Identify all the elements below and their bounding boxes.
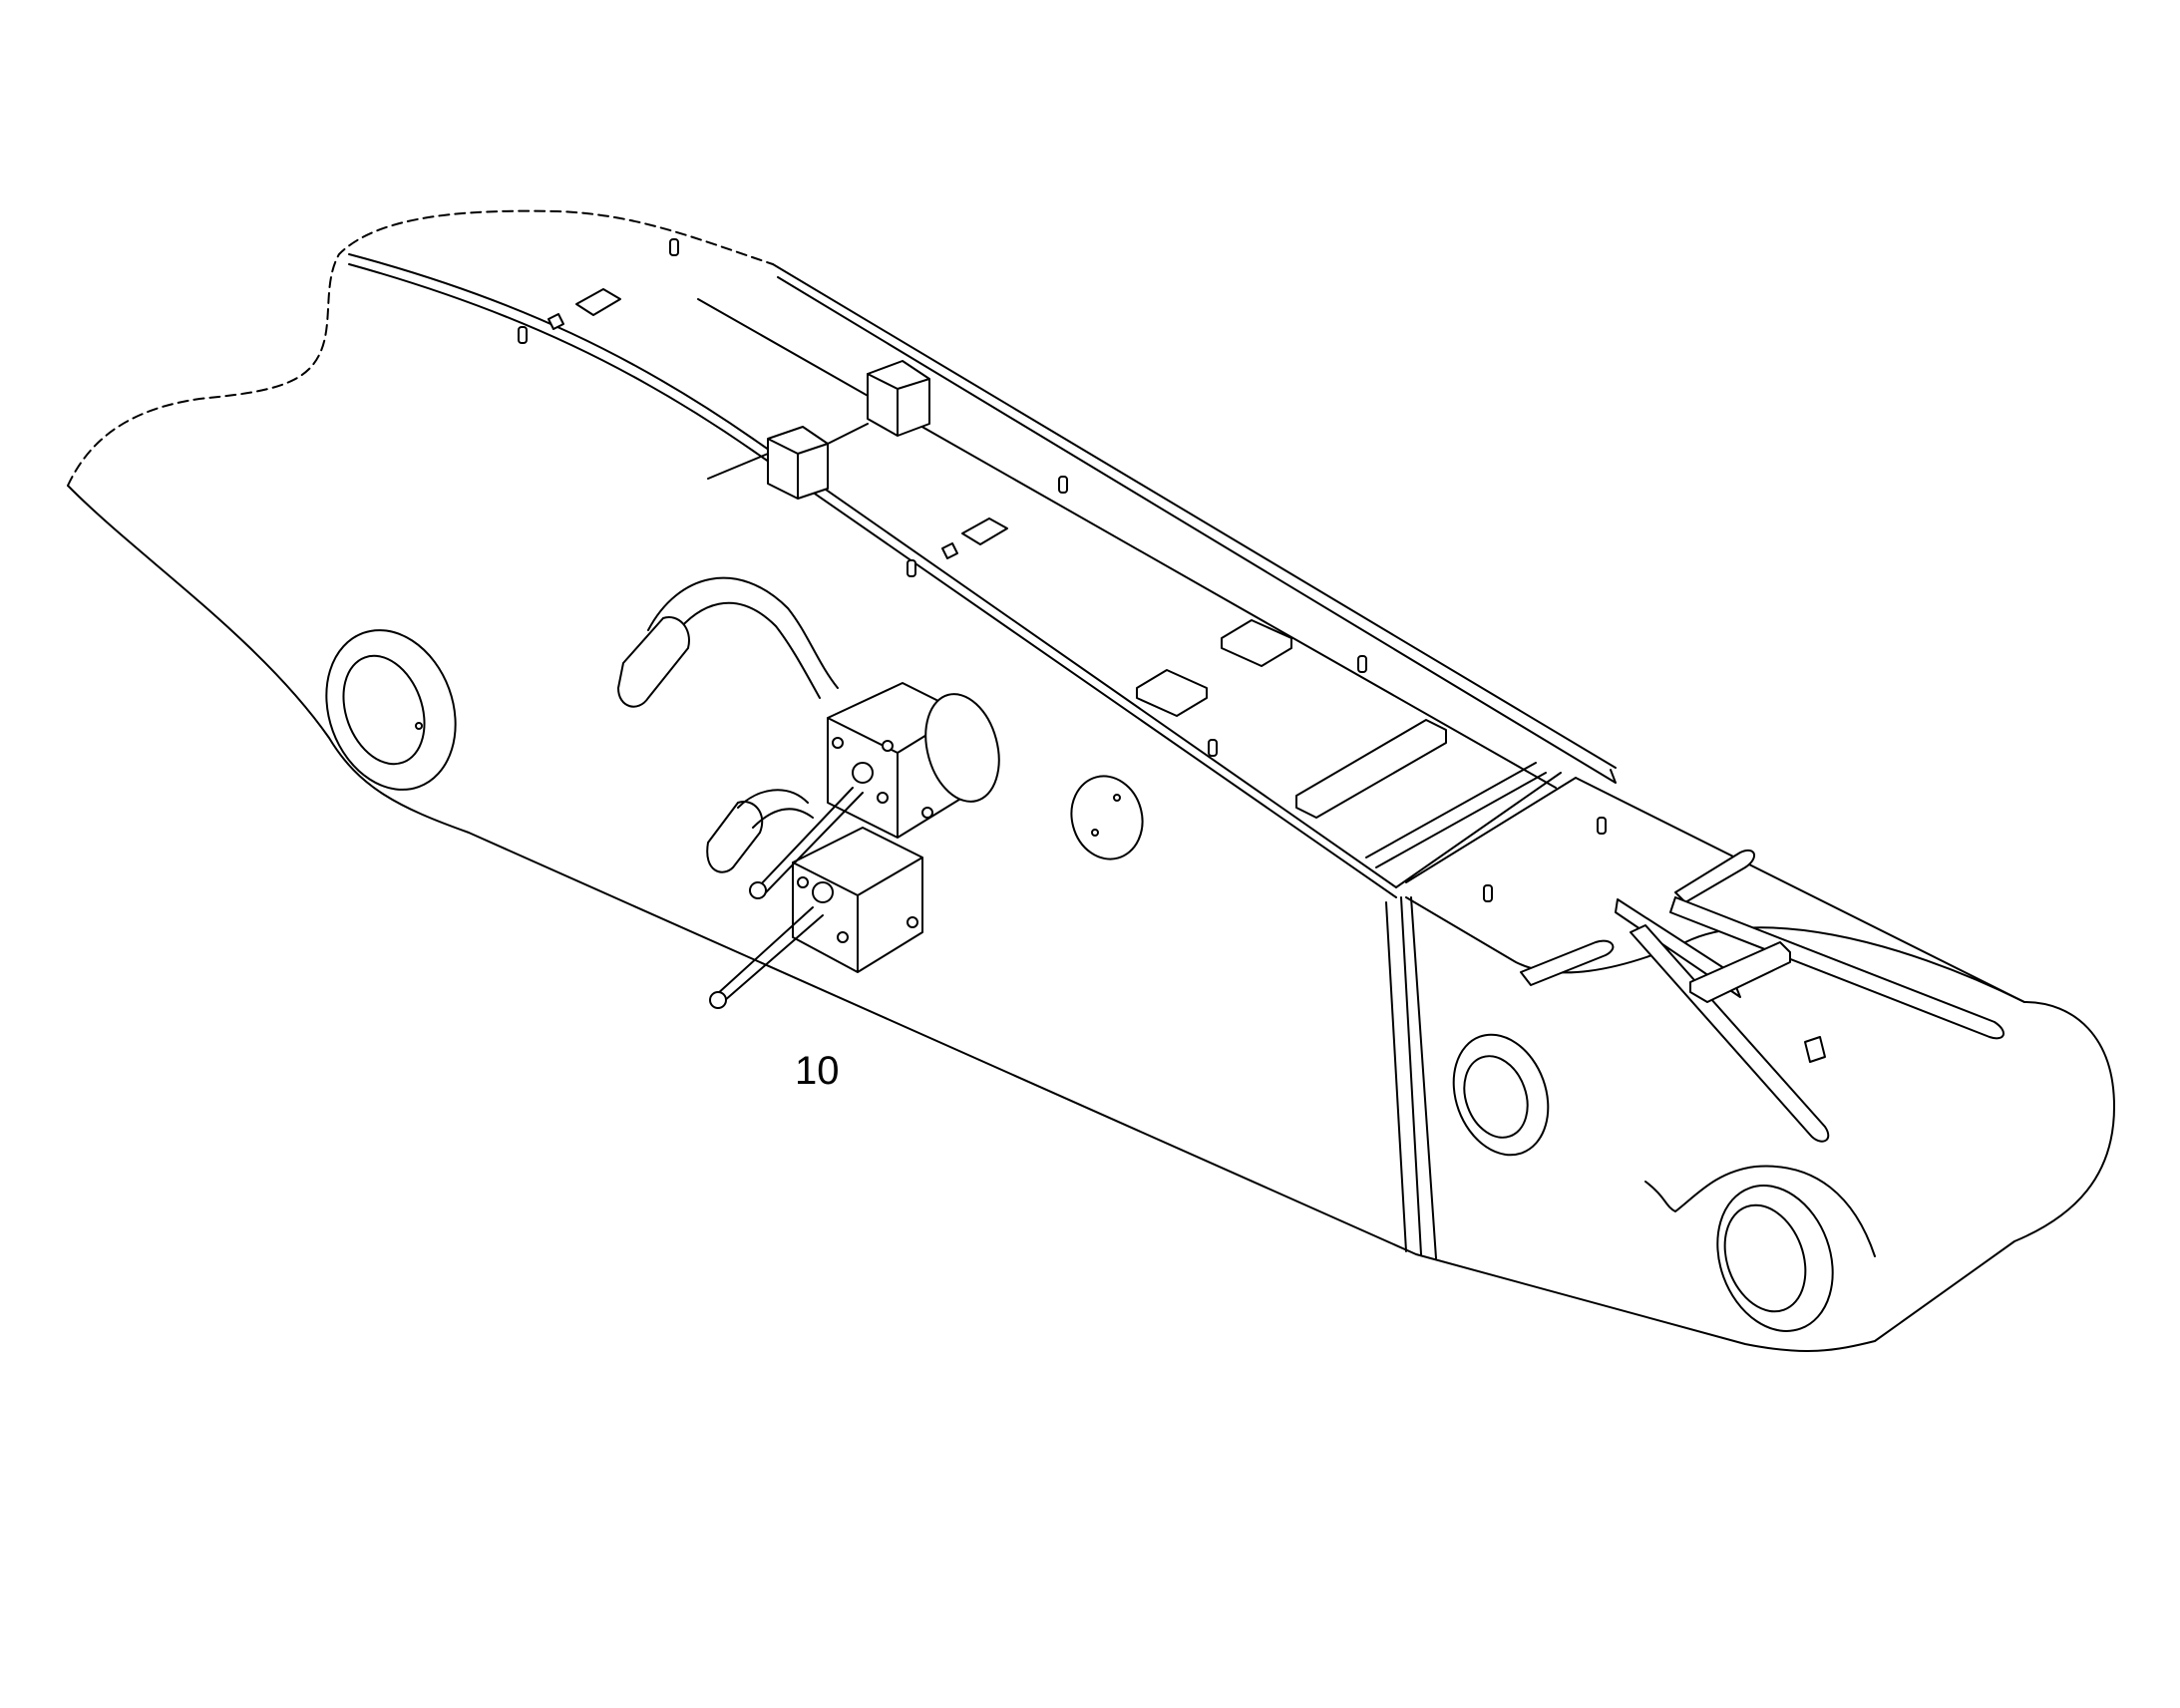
front-strap: [1615, 898, 1741, 998]
front-strap: [1630, 924, 1830, 1143]
callout-label-10: 10: [795, 1049, 840, 1093]
top-plate-rear-rail: [777, 276, 1617, 784]
nut-plate: [575, 288, 621, 316]
top-pad: [1136, 669, 1208, 717]
top-pin: [1357, 655, 1367, 673]
hydraulic-pipe: [647, 576, 839, 689]
side-cap-hole: [1091, 829, 1099, 837]
boom-outline: [67, 485, 2115, 1353]
valve-bolt: [921, 807, 933, 819]
front-small-bracket: [1804, 1036, 1826, 1063]
top-plate-rear-edge-2: [697, 298, 1557, 789]
hydraulic-pipe-lower: [737, 789, 814, 829]
rear-pivot-bore: [342, 654, 426, 766]
valve-flange: [924, 693, 1000, 803]
valve-rod-end: [749, 881, 767, 899]
side-cap-hole: [1113, 794, 1121, 802]
valve-rod: [715, 906, 824, 1002]
front-section-seam: [1385, 896, 1437, 1259]
front-pivot-bore: [1723, 1203, 1807, 1313]
valve-bolt: [882, 740, 894, 752]
top-rail-link: [707, 423, 869, 480]
top-plate-rail: [1365, 762, 1547, 868]
valve-bolt: [877, 792, 889, 804]
top-pad: [1221, 619, 1292, 667]
valve-port: [852, 762, 874, 784]
top-plate-rear-edge: [772, 263, 1617, 769]
valve-rod: [757, 787, 864, 893]
nut-clip: [547, 313, 564, 330]
break-line: [67, 209, 774, 487]
front-strap: [1669, 896, 2004, 1040]
nut-clip: [941, 542, 958, 559]
top-pin: [669, 238, 679, 256]
nut-plate: [961, 517, 1008, 545]
top-pin: [1058, 476, 1068, 494]
valve-bolt: [907, 916, 918, 928]
valve-block-lower: [792, 827, 923, 973]
rear-pivot-mark: [415, 722, 423, 730]
front-top-face: [1575, 777, 2025, 1003]
front-lower-contour: [1644, 1165, 1876, 1257]
pipe-cap: [706, 801, 764, 873]
top-mounting-block: [867, 360, 930, 437]
valve-bolt: [797, 876, 809, 888]
top-pin: [518, 326, 528, 344]
hydraulic-pipe: [665, 601, 821, 699]
top-pin: [907, 559, 916, 577]
top-pin: [1597, 817, 1607, 835]
top-pin: [1483, 884, 1493, 902]
top-plate-bar: [1295, 719, 1447, 819]
top-mounting-block: [767, 426, 829, 500]
middle-pivot-bore: [1463, 1055, 1529, 1139]
front-bracket-plate: [1689, 941, 1791, 1003]
front-strap: [1674, 849, 1755, 903]
top-pin: [1208, 739, 1218, 757]
front-strap: [1520, 939, 1615, 986]
valve-bolt: [832, 737, 844, 749]
top-plate-front-edge-inner: [348, 263, 1397, 898]
top-cross-edge: [1395, 772, 1577, 888]
side-cap: [1070, 775, 1144, 860]
valve-bolt: [837, 931, 849, 943]
top-plate-front-edge: [348, 253, 1397, 888]
pipe-cap: [617, 616, 690, 708]
valve-port: [812, 881, 834, 903]
valve-rod-end: [709, 991, 727, 1009]
